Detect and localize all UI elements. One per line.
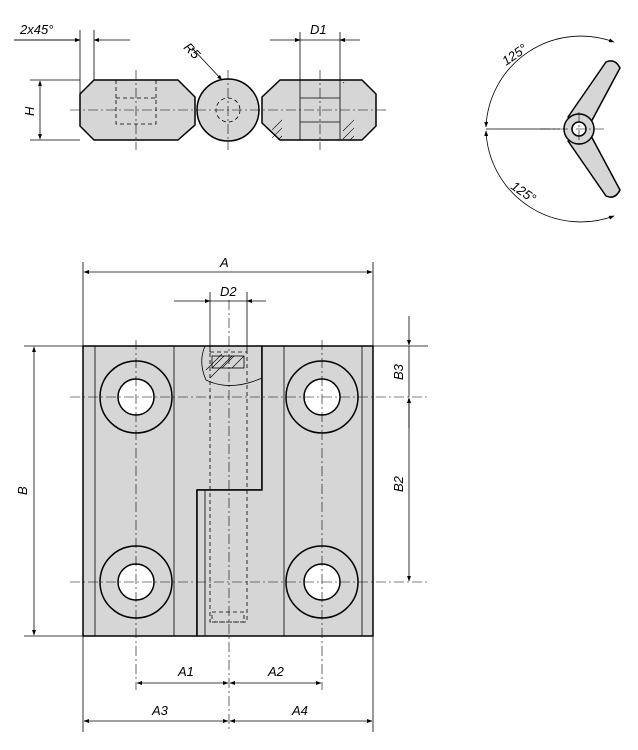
a4-label: A4 bbox=[291, 703, 308, 718]
a-dimension: A bbox=[82, 255, 374, 346]
a1-label: A1 bbox=[177, 664, 194, 679]
chamfer-dimension: 2x45° bbox=[14, 22, 130, 94]
b3-dimension: B3 bbox=[373, 316, 428, 428]
d2-dimension: D2 bbox=[174, 284, 266, 352]
d2-label: D2 bbox=[220, 284, 237, 299]
a1-a2-dimension: A1 A2 bbox=[136, 664, 322, 685]
side-view bbox=[70, 70, 386, 150]
h-dimension: H bbox=[22, 79, 80, 141]
r5-dimension: R5 bbox=[181, 40, 223, 81]
b2-label: B2 bbox=[391, 475, 406, 492]
front-view bbox=[70, 300, 430, 730]
a2-label: A2 bbox=[267, 664, 285, 679]
a3-a4-dimension: A3 A4 bbox=[82, 636, 374, 732]
b-label: B bbox=[15, 486, 30, 495]
d1-dimension: D1 bbox=[270, 22, 360, 80]
a3-label: A3 bbox=[151, 703, 169, 718]
d1-label: D1 bbox=[310, 22, 327, 37]
angle-top-label: 125° bbox=[499, 41, 530, 69]
b3-label: B3 bbox=[391, 363, 406, 380]
r5-label: R5 bbox=[181, 40, 204, 63]
angle-bottom-label: 125° bbox=[508, 178, 539, 206]
chamfer-label: 2x45° bbox=[19, 22, 53, 37]
b-dimension: B bbox=[15, 345, 83, 637]
h-label: H bbox=[22, 106, 37, 116]
b2-dimension: B2 bbox=[391, 397, 411, 582]
opening-angle-view: 125° 125° bbox=[484, 35, 621, 223]
a-label: A bbox=[219, 255, 229, 270]
